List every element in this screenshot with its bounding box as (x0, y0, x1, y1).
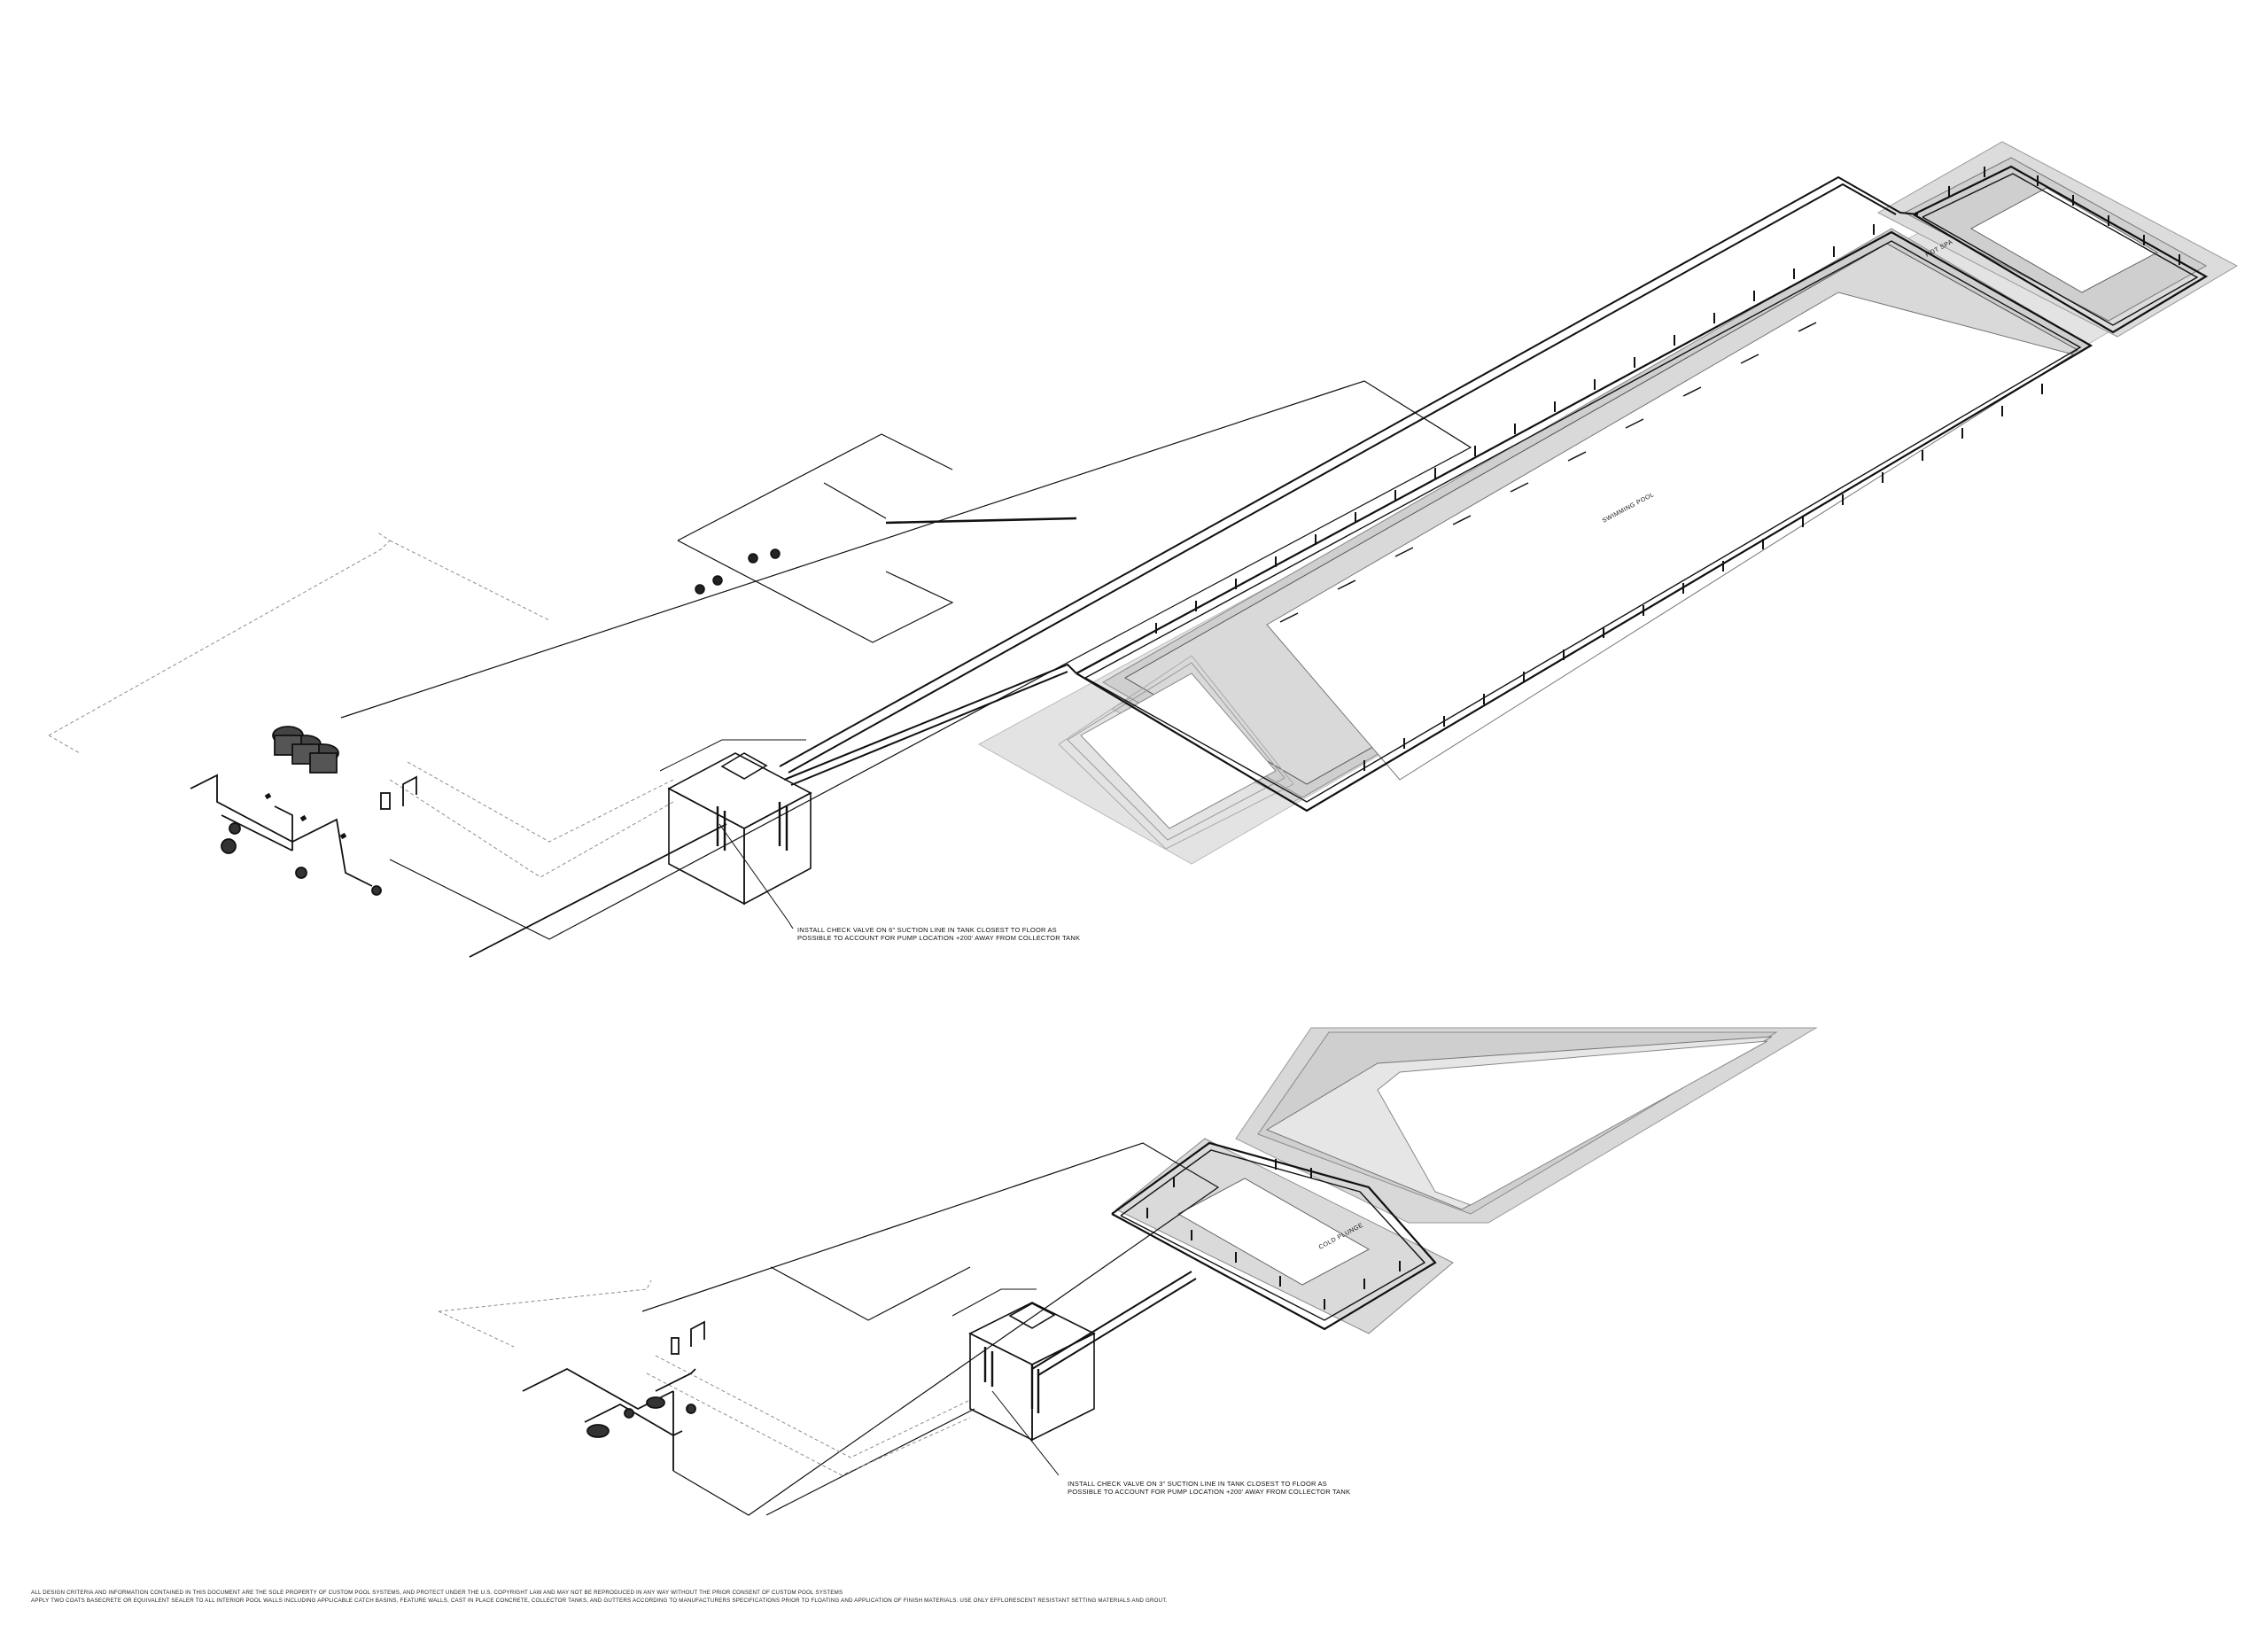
lower-pool-deck (1115, 1027, 1818, 1334)
spa-gutter-loop (1913, 165, 2209, 334)
valve-cluster-upper (695, 548, 781, 595)
pump-skid-lower (522, 1320, 705, 1471)
callout-upper: INSTALL CHECK VALVE ON 6" SUCTION LINE I… (797, 926, 1080, 942)
hidden-lines-upper (48, 531, 674, 878)
callout-lower: INSTALL CHECK VALVE ON 3" SUCTION LINE I… (1068, 1480, 1350, 1496)
collector-tank-upper (659, 739, 812, 906)
equipment-pad-upper (340, 380, 1472, 940)
hidden-lines-lower (438, 1279, 971, 1476)
note-copyright: ALL DESIGN CRITERIA AND INFORMATION CONT… (31, 1590, 843, 1596)
hot-spa-deck (1876, 141, 2239, 338)
callout-leader-lower (991, 1390, 1060, 1476)
gutter-outlets-top (1155, 167, 2180, 771)
upper-trunk-lines (779, 175, 1919, 786)
swimming-pool-deck (977, 225, 2109, 865)
collector-tank-lower (951, 1288, 1096, 1442)
callout-upper-line-2: POSSIBLE TO ACCOUNT FOR PUMP LOCATION +2… (797, 934, 1081, 942)
lower-trunk-lines (1031, 1271, 1197, 1376)
general-notes: ALL DESIGN CRITERIA AND INFORMATION CONT… (31, 1589, 1168, 1605)
callout-lower-line-1: INSTALL CHECK VALVE ON 3" SUCTION LINE I… (1068, 1480, 1327, 1488)
pump-skid-upper (190, 726, 727, 958)
pool-gutter-loop (1076, 230, 2093, 813)
callout-leader-upper (718, 823, 794, 929)
note-sealer: APPLY TWO COATS BASECRETE OR EQUIVALENT … (31, 1598, 1168, 1604)
pool-inlets (1279, 322, 1817, 623)
callout-upper-line-1: INSTALL CHECK VALVE ON 6" SUCTION LINE I… (797, 926, 1057, 934)
callout-lower-line-2: POSSIBLE TO ACCOUNT FOR PUMP LOCATION +2… (1068, 1488, 1351, 1496)
equipment-pad-lower (641, 1142, 1220, 1516)
cold-plunge-gutter-loop (1111, 1141, 1437, 1331)
